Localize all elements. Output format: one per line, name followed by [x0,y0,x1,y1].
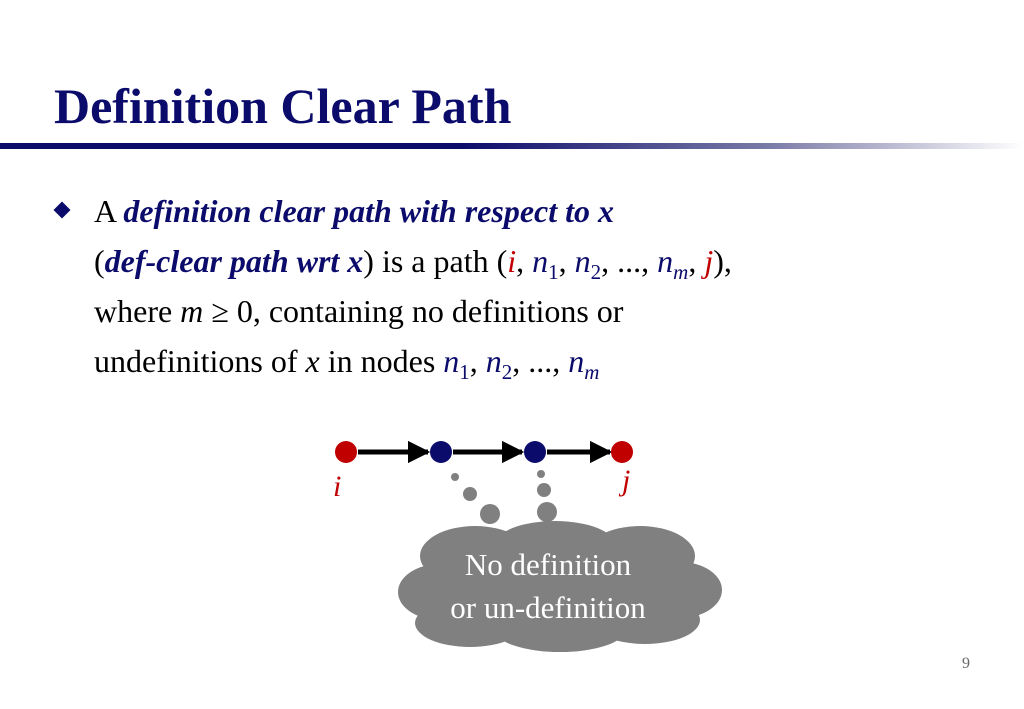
text-where: where [94,293,181,329]
title-underline [0,143,1024,149]
thought-cloud [398,521,722,652]
text-is-a-path: ) is a path ( [363,243,508,279]
subscript-m: m [673,260,689,284]
page-number: 9 [962,655,970,672]
thought-bubble-dot [463,487,477,501]
thought-bubble-dot [451,473,459,481]
subscript-1: 1 [548,260,559,284]
label-j: j [618,464,630,497]
text-ellipsis: , ..., [512,343,569,379]
text-comma: , [516,243,533,279]
cloud-text-line1: No definition [465,547,632,582]
var-n: n [485,343,502,379]
subscript-2: 2 [590,260,602,284]
thought-bubble-dot [537,502,557,522]
var-n1: n1 [532,243,559,283]
var-nm: nm [568,343,599,383]
slide-title: Definition Clear Path [54,78,512,134]
thought-bubble-dot [537,470,545,478]
node-n1 [430,441,452,463]
text-paren-open: ( [94,243,105,279]
thought-bubble-dot [537,483,551,497]
var-j: j [704,243,714,279]
var-i: i [507,243,517,279]
text-close-paren: ), [713,243,732,279]
var-x: x [305,343,320,379]
var-n: n [574,243,591,279]
var-nm: nm [657,243,688,283]
text-comma: , [558,243,575,279]
text-comma: , [688,243,705,279]
var-n2: n2 [485,343,513,383]
thought-bubble-dot [480,504,500,524]
subscript-m: m [584,360,600,384]
subscript-2: 2 [501,360,513,384]
var-n2: n2 [574,243,602,283]
var-n: n [443,343,460,379]
var-n: n [568,343,585,379]
var-n: n [657,243,674,279]
var-n1: n1 [443,343,470,383]
node-i [335,441,357,463]
cloud-text-line2: or un-definition [450,590,646,625]
node-nm [524,441,546,463]
definition-paragraph: A definition clear path with respect to … [94,186,994,386]
var-m: m [180,293,204,329]
subscript-1: 1 [459,360,470,384]
text-comma: , [469,343,486,379]
text-in-nodes: in nodes [319,343,444,379]
text-ellipsis: , ..., [601,243,658,279]
text-a: A [94,193,124,229]
text-condition: ≥ 0, containing no definitions or [203,293,624,329]
term-def-clear-abbr: def-clear path wrt x [104,243,364,279]
node-j [611,441,633,463]
label-i: i [333,470,341,503]
text-undefinitions: undefinitions of [94,343,306,379]
var-n: n [532,243,549,279]
term-definition-clear-path: definition clear path with respect to x [123,193,615,229]
